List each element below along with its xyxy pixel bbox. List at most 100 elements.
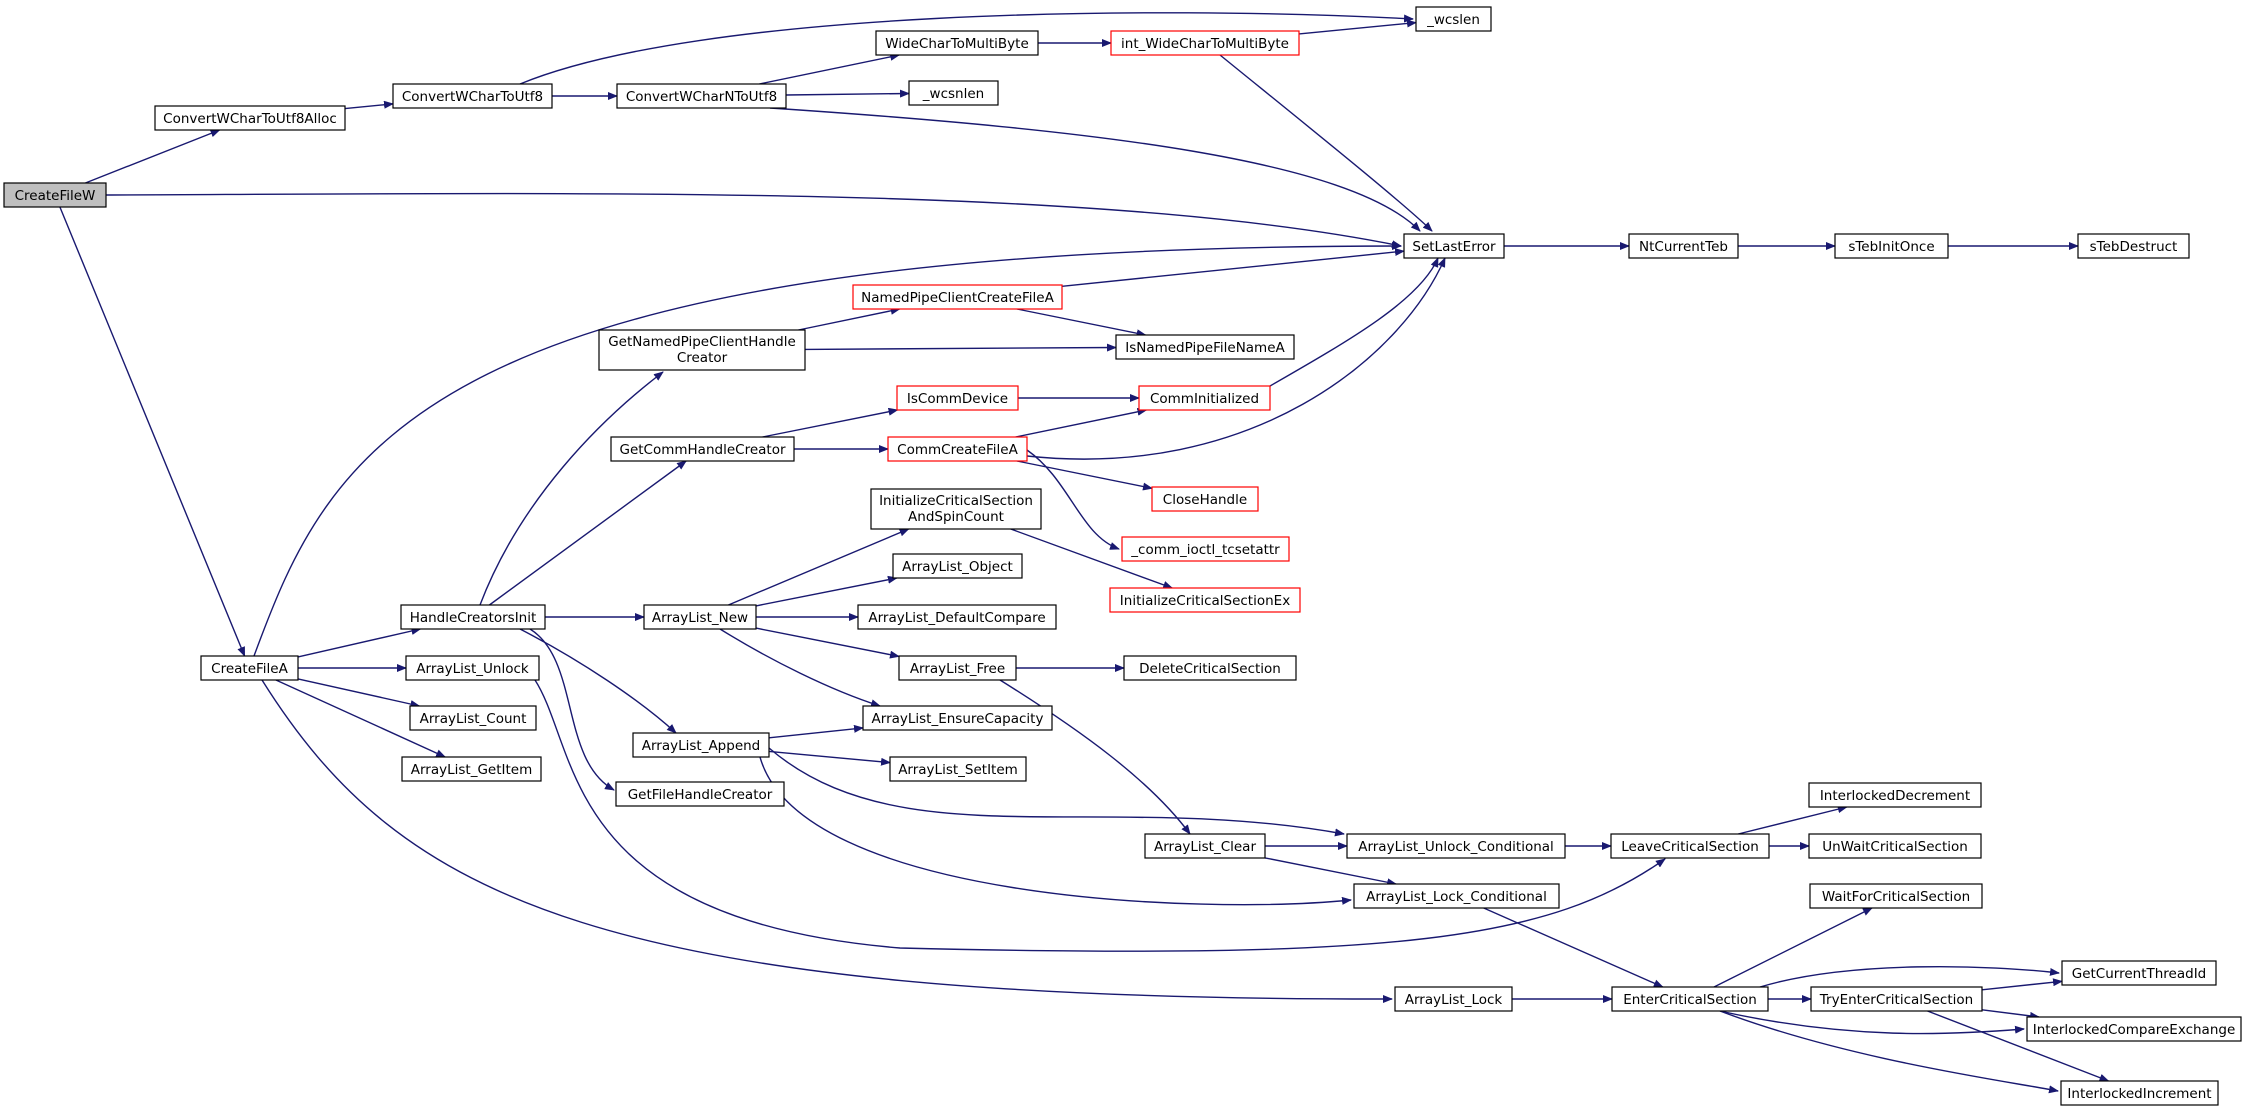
node-WideCharToMultiByte[interactable]: WideCharToMultiByte bbox=[875, 30, 1039, 56]
node-ArrayList_New[interactable]: ArrayList_New bbox=[643, 604, 757, 630]
node-box bbox=[1611, 986, 1769, 1012]
edge-layer bbox=[59, 12, 2110, 1094]
edge-InitializeCriticalSectionAndSpinCount-to-InitializeCriticalSectionEx bbox=[1010, 528, 1174, 589]
node-ConvertWCharToUtf8[interactable]: ConvertWCharToUtf8 bbox=[392, 83, 553, 109]
node-label: _comm_ioctl_tcsetattr bbox=[1130, 542, 1280, 558]
node-HandleCreatorsInit[interactable]: HandleCreatorsInit bbox=[400, 604, 546, 630]
node-label: ArrayList_New bbox=[652, 610, 748, 626]
node-sTebDestruct[interactable]: sTebDestruct bbox=[2077, 233, 2190, 259]
node-box bbox=[1115, 334, 1295, 360]
node-ArrayList_Count[interactable]: ArrayList_Count bbox=[409, 705, 537, 731]
edge-ArrayList_Lock_Conditional-to-EnterCriticalSection bbox=[1483, 907, 1664, 988]
node-label: EnterCriticalSection bbox=[1623, 992, 1757, 1008]
edge-NamedPipeClientCreateFileA-to-IsNamedPipeFileNameA bbox=[1016, 308, 1147, 338]
node-label: WideCharToMultiByte bbox=[885, 36, 1029, 52]
node-label: AndSpinCount bbox=[908, 509, 1004, 525]
node-box bbox=[1610, 833, 1770, 859]
node-box bbox=[889, 756, 1027, 782]
node-label: CloseHandle bbox=[1163, 492, 1247, 508]
node-ArrayList_GetItem[interactable]: ArrayList_GetItem bbox=[401, 756, 542, 782]
edge-CommCreateFileA-to-SetLastError bbox=[1026, 257, 1446, 460]
node-label: ArrayList_EnsureCapacity bbox=[872, 711, 1044, 727]
edge-ArrayList_New-to-ArrayList_Object bbox=[755, 575, 898, 607]
node-label: ArrayList_Lock bbox=[1405, 992, 1503, 1008]
node-box bbox=[1109, 587, 1301, 613]
node-label: CommCreateFileA bbox=[897, 442, 1018, 458]
node-ArrayList_SetItem[interactable]: ArrayList_SetItem bbox=[889, 756, 1027, 782]
node-box bbox=[400, 604, 546, 630]
node-box bbox=[1403, 233, 1505, 259]
node-label: ArrayList_Lock_Conditional bbox=[1366, 889, 1547, 905]
node-label: ArrayList_Count bbox=[420, 711, 527, 727]
node-_wcsnlen[interactable]: _wcsnlen bbox=[908, 80, 999, 106]
node-ConvertWCharNToUtf8[interactable]: ConvertWCharNToUtf8 bbox=[616, 83, 787, 109]
node-label: int_WideCharToMultiByte bbox=[1121, 36, 1289, 52]
node-label: InitializeCriticalSection bbox=[879, 493, 1033, 509]
node-ConvertWCharToUtf8Alloc[interactable]: ConvertWCharToUtf8Alloc bbox=[154, 105, 346, 131]
edge-ArrayList_New-to-ArrayList_Free bbox=[755, 627, 900, 659]
edge-CreateFileA-to-ArrayList_Lock bbox=[261, 679, 1393, 1004]
node-label: ArrayList_Object bbox=[902, 559, 1013, 575]
node-ArrayList_Object[interactable]: ArrayList_Object bbox=[892, 553, 1023, 579]
node-int_WideCharToMultiByte[interactable]: int_WideCharToMultiByte bbox=[1110, 30, 1300, 56]
node-IsNamedPipeFileNameA[interactable]: IsNamedPipeFileNameA bbox=[1115, 334, 1295, 360]
node-box bbox=[898, 655, 1017, 681]
edge-ConvertWCharNToUtf8-to-SetLastError bbox=[769, 107, 1421, 232]
node-DeleteCriticalSection[interactable]: DeleteCriticalSection bbox=[1123, 655, 1297, 681]
node-InitializeCriticalSectionEx[interactable]: InitializeCriticalSectionEx bbox=[1109, 587, 1301, 613]
node-label: ArrayList_DefaultCompare bbox=[868, 610, 1045, 626]
node-GetCommHandleCreator[interactable]: GetCommHandleCreator bbox=[610, 436, 795, 462]
node-ArrayList_Unlock[interactable]: ArrayList_Unlock bbox=[405, 655, 540, 681]
node-EnterCriticalSection[interactable]: EnterCriticalSection bbox=[1611, 986, 1769, 1012]
node-box bbox=[852, 284, 1063, 310]
node-ArrayList_Clear[interactable]: ArrayList_Clear bbox=[1144, 833, 1266, 859]
node-box bbox=[1808, 833, 1982, 859]
node-IsCommDevice[interactable]: IsCommDevice bbox=[896, 385, 1019, 411]
node-_wcslen[interactable]: _wcslen bbox=[1415, 6, 1492, 32]
node-sTebInitOnce[interactable]: sTebInitOnce bbox=[1834, 233, 1949, 259]
node-ArrayList_EnsureCapacity[interactable]: ArrayList_EnsureCapacity bbox=[862, 705, 1053, 731]
node-SetLastError[interactable]: SetLastError bbox=[1403, 233, 1505, 259]
edge-LeaveCriticalSection-to-InterlockedDecrement bbox=[1738, 805, 1848, 835]
node-ArrayList_Unlock_Conditional[interactable]: ArrayList_Unlock_Conditional bbox=[1346, 833, 1566, 859]
node-CommInitialized[interactable]: CommInitialized bbox=[1138, 385, 1271, 411]
node-CommCreateFileA[interactable]: CommCreateFileA bbox=[887, 436, 1028, 462]
node-LeaveCriticalSection[interactable]: LeaveCriticalSection bbox=[1610, 833, 1770, 859]
node-CreateFileW[interactable]: CreateFileW bbox=[3, 182, 107, 208]
node-box bbox=[643, 604, 757, 630]
edge-CommCreateFileA-to-CloseHandle bbox=[1016, 460, 1153, 491]
node-ArrayList_Free[interactable]: ArrayList_Free bbox=[898, 655, 1017, 681]
node-NamedPipeClientCreateFileA[interactable]: NamedPipeClientCreateFileA bbox=[852, 284, 1063, 310]
node-CreateFileA[interactable]: CreateFileA bbox=[200, 655, 299, 681]
node-ArrayList_Append[interactable]: ArrayList_Append bbox=[632, 732, 770, 758]
node-TryEnterCriticalSection[interactable]: TryEnterCriticalSection bbox=[1810, 986, 1983, 1012]
node-InterlockedDecrement[interactable]: InterlockedDecrement bbox=[1808, 782, 1982, 808]
node-_comm_ioctl_tcsetattr[interactable]: _comm_ioctl_tcsetattr bbox=[1121, 536, 1290, 562]
node-box bbox=[3, 182, 107, 208]
node-GetCurrentThreadId[interactable]: GetCurrentThreadId bbox=[2061, 960, 2217, 986]
node-box bbox=[401, 756, 542, 782]
node-label: IsCommDevice bbox=[907, 391, 1008, 407]
node-box bbox=[632, 732, 770, 758]
node-label: InterlockedCompareExchange bbox=[2033, 1022, 2236, 1038]
node-InterlockedCompareExchange[interactable]: InterlockedCompareExchange bbox=[2026, 1016, 2242, 1042]
node-label: GetCommHandleCreator bbox=[619, 442, 785, 458]
node-NtCurrentTeb[interactable]: NtCurrentTeb bbox=[1628, 233, 1739, 259]
node-box bbox=[1123, 655, 1297, 681]
node-label: LeaveCriticalSection bbox=[1621, 839, 1759, 855]
node-InterlockedIncrement[interactable]: InterlockedIncrement bbox=[2060, 1080, 2219, 1106]
node-WaitForCriticalSection[interactable]: WaitForCriticalSection bbox=[1809, 883, 1983, 909]
node-UnWaitCriticalSection[interactable]: UnWaitCriticalSection bbox=[1808, 833, 1982, 859]
edge-TryEnterCriticalSection-to-InterlockedCompareExchange bbox=[1981, 1009, 2040, 1020]
node-layer: CreateFileW ConvertWCharToUtf8Alloc Conver… bbox=[3, 6, 2242, 1106]
node-ArrayList_Lock_Conditional[interactable]: ArrayList_Lock_Conditional bbox=[1353, 883, 1560, 909]
node-GetFileHandleCreator[interactable]: GetFileHandleCreator bbox=[615, 781, 785, 807]
node-label: NtCurrentTeb bbox=[1639, 239, 1728, 255]
node-CloseHandle[interactable]: CloseHandle bbox=[1151, 486, 1259, 512]
node-ArrayList_DefaultCompare[interactable]: ArrayList_DefaultCompare bbox=[857, 604, 1057, 630]
edge-CommCreateFileA-to-CommInitialized bbox=[1015, 407, 1148, 438]
node-ArrayList_Lock[interactable]: ArrayList_Lock bbox=[1394, 986, 1513, 1012]
node-label: SetLastError bbox=[1412, 239, 1496, 255]
